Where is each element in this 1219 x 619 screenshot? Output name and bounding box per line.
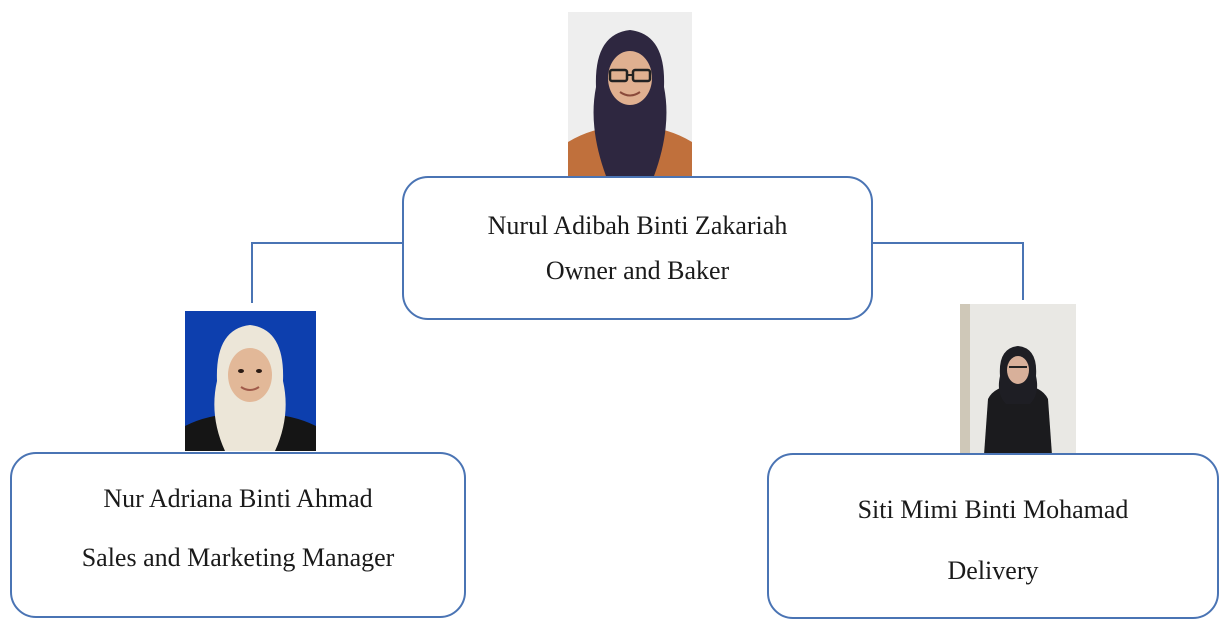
top-person-photo bbox=[568, 12, 692, 176]
right-node-box: Siti Mimi Binti Mohamad Delivery bbox=[767, 453, 1219, 619]
right-node-role: Delivery bbox=[947, 556, 1039, 585]
top-node-box: Nurul Adibah Binti Zakariah Owner and Ba… bbox=[402, 176, 873, 320]
left-node-name: Nur Adriana Binti Ahmad bbox=[103, 483, 373, 513]
left-node-role: Sales and Marketing Manager bbox=[81, 543, 395, 572]
right-node-name: Siti Mimi Binti Mohamad bbox=[857, 494, 1129, 524]
connector-right-vertical bbox=[1022, 242, 1024, 300]
right-person-photo bbox=[960, 304, 1076, 455]
top-node-name: Nurul Adibah Binti Zakariah bbox=[487, 210, 788, 240]
connector-right-horizontal bbox=[872, 242, 1024, 244]
left-node-box: Nur Adriana Binti Ahmad Sales and Market… bbox=[10, 452, 466, 618]
left-person-photo bbox=[185, 311, 316, 451]
connector-left-vertical bbox=[251, 242, 253, 303]
top-node-role: Owner and Baker bbox=[545, 256, 730, 285]
connector-left-horizontal bbox=[252, 242, 402, 244]
